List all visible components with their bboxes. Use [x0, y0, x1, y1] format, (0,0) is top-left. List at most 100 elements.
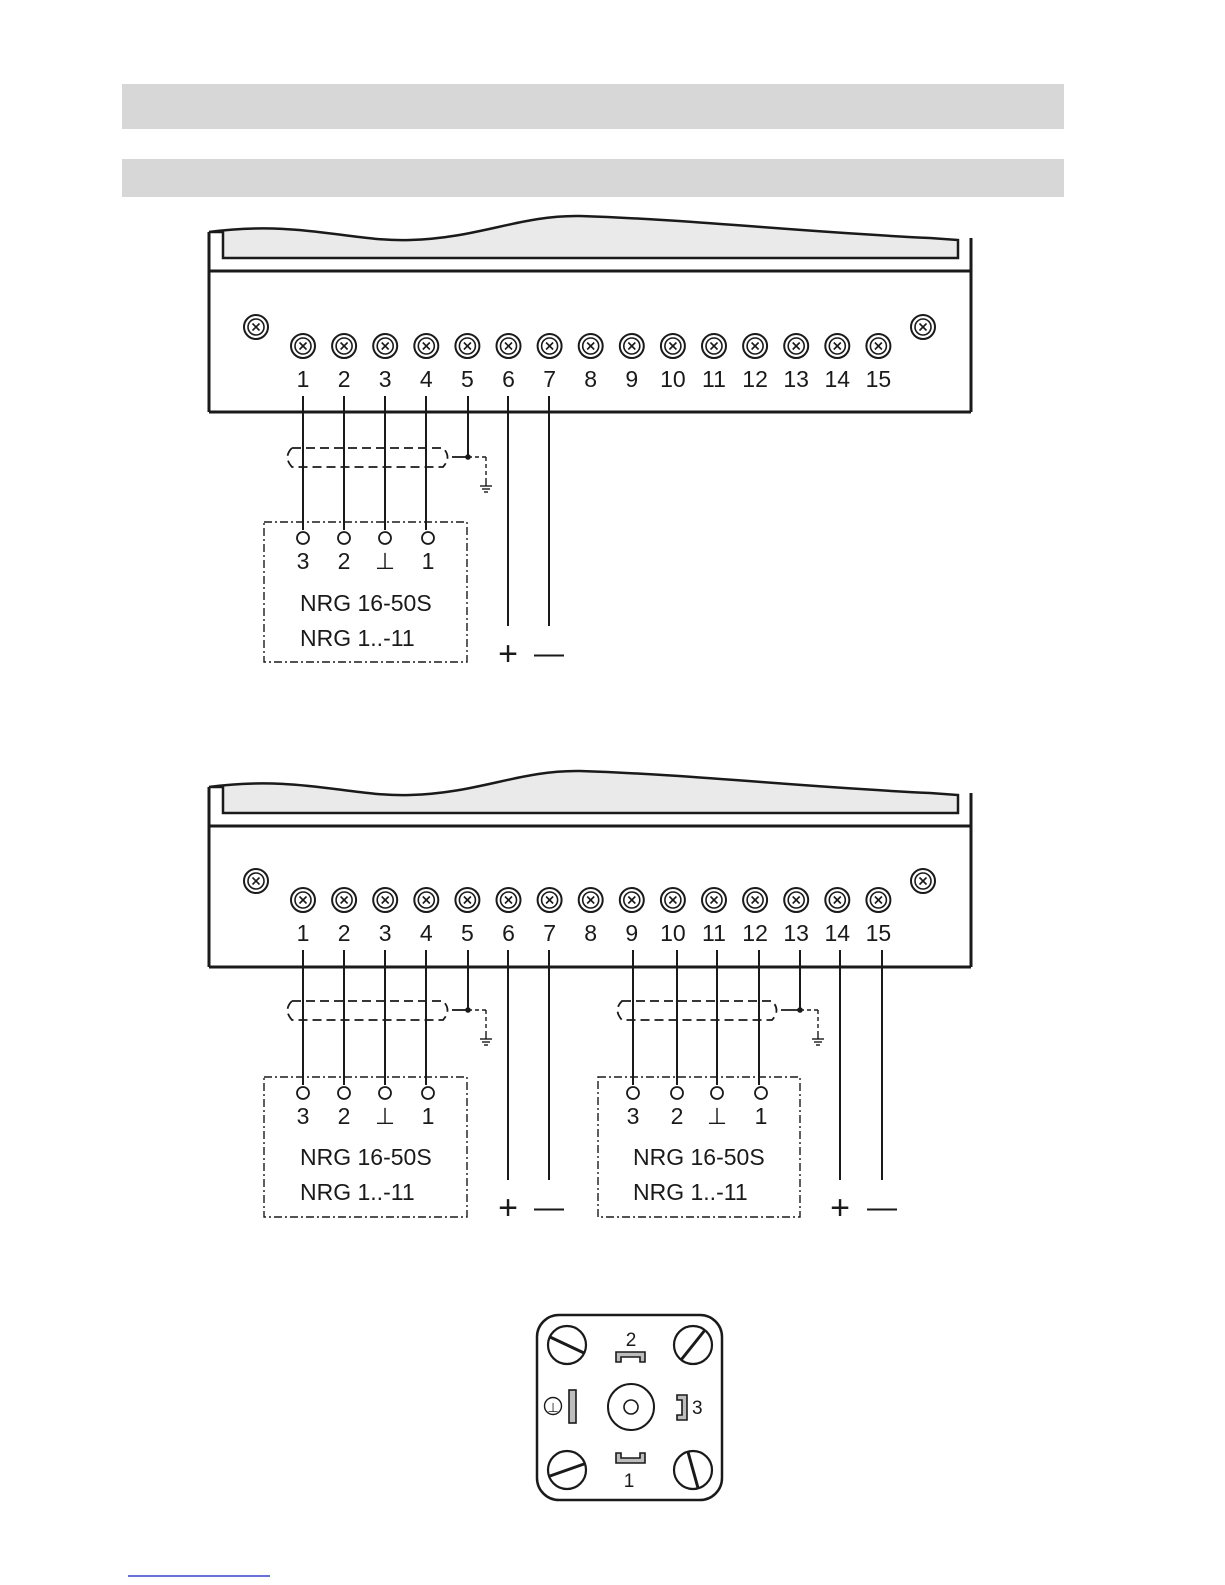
cable-shield: [288, 1001, 448, 1020]
connector-screw: [674, 1451, 712, 1489]
wiring-diagram-1: + — 3 2 ⊥ 1 NRG 16-50S NRG 1..-11: [264, 396, 564, 673]
housing-lid: [209, 771, 958, 813]
terminal-number-7: 7: [543, 920, 556, 946]
mounting-screw-left: [244, 315, 268, 339]
terminal-screw-3: [373, 888, 397, 912]
terminal-screw-6: [497, 334, 521, 358]
terminal-screw-5: [455, 334, 479, 358]
supply-minus: —: [534, 1191, 564, 1224]
terminal-number-14: 14: [825, 366, 851, 392]
terminal-number-13: 13: [783, 920, 809, 946]
ground-symbol: [480, 478, 492, 492]
terminal-screw-1: [291, 888, 315, 912]
terminal-screw-8: [579, 334, 603, 358]
probe-pin-label: 1: [755, 1103, 768, 1129]
probe-pin-label: 3: [297, 1103, 310, 1129]
probe-pin-label: 2: [671, 1103, 684, 1129]
ground-symbol: [812, 1031, 824, 1045]
mounting-screw-right: [911, 315, 935, 339]
terminal-screw-2: [332, 334, 356, 358]
terminal-screw-13: [784, 334, 808, 358]
terminal-number-11: 11: [702, 920, 726, 946]
terminal-number-9: 9: [625, 920, 638, 946]
terminal-screw-7: [538, 334, 562, 358]
terminal-number-4: 4: [420, 366, 433, 392]
terminal-number-3: 3: [379, 366, 392, 392]
terminal-number-1: 1: [297, 920, 310, 946]
ground-symbol: [480, 1031, 492, 1045]
supply-plus: +: [830, 1189, 850, 1227]
terminal-number-11: 11: [702, 366, 726, 392]
terminal-screw-7: [538, 888, 562, 912]
terminal-number-9: 9: [625, 366, 638, 392]
terminal-screw-5: [455, 888, 479, 912]
probe-model-line2: NRG 1..-11: [633, 1179, 748, 1205]
terminal-screw-15: [866, 888, 890, 912]
supply-plus: +: [498, 635, 518, 673]
terminal-screw-8: [579, 888, 603, 912]
supply-plus: +: [498, 1189, 518, 1227]
terminal-screw-12: [743, 888, 767, 912]
terminal-screw-11: [702, 888, 726, 912]
probe-pin-label: ⊥: [375, 1103, 395, 1129]
connector-screw: [548, 1326, 586, 1364]
terminal-number-8: 8: [584, 366, 597, 392]
terminal-number-2: 2: [338, 366, 351, 392]
terminal-screw-2: [332, 888, 356, 912]
cable-shield: [288, 448, 448, 467]
terminal-number-6: 6: [502, 920, 515, 946]
terminal-screw-13: [784, 888, 808, 912]
connector-pin-1-label: 1: [624, 1471, 635, 1492]
terminal-number-4: 4: [420, 920, 433, 946]
probe-model-line1: NRG 16-50S: [300, 590, 432, 616]
probe-model-line2: NRG 1..-11: [300, 1179, 415, 1205]
terminal-number-13: 13: [783, 366, 809, 392]
connector-ground-symbol: ⊥: [547, 1400, 558, 1415]
cable-shield: [618, 1001, 777, 1020]
terminal-screw-9: [620, 888, 644, 912]
header-bar-1: [122, 84, 1064, 129]
terminal-number-5: 5: [461, 366, 474, 392]
terminal-number-1: 1: [297, 366, 310, 392]
probe-model-line2: NRG 1..-11: [300, 625, 415, 651]
terminal-screw-15: [866, 334, 890, 358]
terminal-number-12: 12: [742, 366, 768, 392]
probe-pin-label: 2: [338, 1103, 351, 1129]
probe-pin-label: 1: [422, 1103, 435, 1129]
connector-screw: [548, 1451, 586, 1489]
wiring-diagram-2: + — 3 2 ⊥ 1 NRG 16-50S NRG 1..-11 + — 3: [264, 950, 897, 1227]
mounting-screw-right: [911, 869, 935, 893]
terminal-screw-14: [825, 888, 849, 912]
terminal-number-10: 10: [660, 920, 686, 946]
connector-screw: [674, 1326, 712, 1364]
terminal-screw-4: [414, 334, 438, 358]
terminal-screw-3: [373, 334, 397, 358]
terminal-screw-4: [414, 888, 438, 912]
terminal-number-3: 3: [379, 920, 392, 946]
connector-pin-3-label: 3: [692, 1398, 703, 1419]
terminal-screw-6: [497, 888, 521, 912]
terminal-number-14: 14: [825, 920, 851, 946]
supply-minus: —: [534, 637, 564, 670]
supply-minus: —: [867, 1191, 897, 1224]
terminal-screw-1: [291, 334, 315, 358]
terminal-screw-11: [702, 334, 726, 358]
terminal-number-5: 5: [461, 920, 474, 946]
terminal-number-12: 12: [742, 920, 768, 946]
terminal-screw-14: [825, 334, 849, 358]
probe-pin-label: 3: [627, 1103, 640, 1129]
terminal-screw-10: [661, 888, 685, 912]
probe-model-line1: NRG 16-50S: [300, 1144, 432, 1170]
connector-face: 2 1 3 ⊥: [537, 1315, 722, 1500]
terminal-number-10: 10: [660, 366, 686, 392]
terminal-number-2: 2: [338, 920, 351, 946]
terminal-number-15: 15: [866, 366, 892, 392]
terminal-number-6: 6: [502, 366, 515, 392]
probe-pin-label: ⊥: [375, 548, 395, 574]
probe-pin-label: ⊥: [707, 1103, 727, 1129]
probe-pin-label: 1: [422, 548, 435, 574]
probe-model-line1: NRG 16-50S: [633, 1144, 765, 1170]
mounting-screw-left: [244, 869, 268, 893]
